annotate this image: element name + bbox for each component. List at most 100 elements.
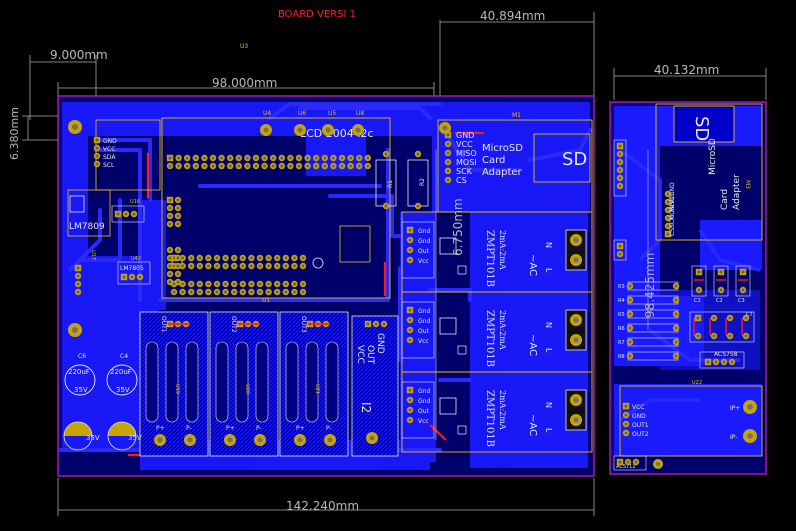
pad <box>304 154 311 162</box>
resistor-label: R6 <box>618 326 625 332</box>
zmpt-pin-label: Out <box>418 408 430 415</box>
svg-text:35V: 35V <box>86 434 100 442</box>
capacitor-label: C2 <box>716 298 723 304</box>
pad <box>695 286 703 294</box>
pad <box>287 154 294 162</box>
pad <box>248 254 255 262</box>
pad <box>274 262 281 270</box>
pad <box>213 288 221 296</box>
zmpt-pin-label: Gnd <box>418 398 430 405</box>
pad <box>170 288 178 296</box>
pad <box>248 280 255 288</box>
pad <box>356 154 363 162</box>
pad <box>213 254 221 262</box>
pad <box>265 254 272 262</box>
pad <box>252 154 260 162</box>
pad <box>626 338 634 346</box>
pad <box>218 162 225 170</box>
ac-l-label: L <box>544 268 553 273</box>
sd-pin-label: SCK <box>456 167 473 176</box>
dim-40894: 40.894mm <box>480 9 545 23</box>
right-sd-line: Adapter <box>732 174 742 210</box>
pad <box>174 196 182 204</box>
capacitor-c6: C6 220uF 35V <box>64 353 96 396</box>
i2c-pin-label: VCC <box>355 345 365 364</box>
pad <box>222 262 229 270</box>
pad <box>179 288 186 296</box>
pad <box>166 246 174 254</box>
sd-pin-label: MOSI <box>456 158 477 167</box>
acs758-label: ACS758 <box>714 351 738 358</box>
pad <box>174 254 182 262</box>
pad <box>209 162 217 170</box>
main-board[interactable]: GND VCC SDA SCL U3 U4 U6 U5 U8 U1 M1 LCD… <box>57 43 595 477</box>
zmpt-pin-label: Vcc <box>418 258 429 265</box>
pad <box>299 262 307 270</box>
ref-u4: U4 <box>263 110 271 117</box>
pad <box>270 154 277 162</box>
ref-u3: U3 <box>240 43 248 50</box>
pad <box>406 326 414 334</box>
sd-pin-label: MISO <box>456 149 477 158</box>
ref-m1: M1 <box>512 112 521 119</box>
pad <box>227 154 234 162</box>
svg-text:C4: C4 <box>120 353 128 360</box>
pad <box>726 314 734 322</box>
pad <box>672 296 680 304</box>
ref-u5: U5 <box>328 110 336 117</box>
pad <box>184 162 191 170</box>
ref-u17: U17 <box>90 250 96 260</box>
pad <box>299 280 307 288</box>
pad <box>694 314 702 322</box>
pad <box>192 162 199 170</box>
resistor-label: R4 <box>618 298 625 304</box>
pad <box>406 416 414 424</box>
pad <box>256 280 264 288</box>
capacitor-c4: C4 220uF 35V <box>106 353 138 396</box>
pad <box>239 254 246 262</box>
pad <box>222 288 229 296</box>
zmpt-name: ZMPT101B <box>484 390 495 447</box>
zmpt-name: ZMPT101B <box>484 310 495 367</box>
zmpt-name: ZMPT101B <box>484 230 495 287</box>
pad <box>239 288 246 296</box>
ref-label: U20 <box>244 384 250 394</box>
pad <box>166 262 174 270</box>
pad <box>227 162 234 170</box>
pad <box>166 212 174 220</box>
pad <box>356 162 363 170</box>
ip-plus-label: IP+ <box>730 405 740 412</box>
pad <box>299 288 307 296</box>
acs712-pin-label: OUT2 <box>632 431 649 438</box>
relay-pad-label: P+ <box>156 425 165 432</box>
pad <box>406 386 414 394</box>
pad <box>188 288 195 296</box>
pad <box>213 280 221 288</box>
pad <box>717 268 725 276</box>
pad <box>196 262 203 270</box>
header-pin-label: SCL <box>103 162 115 169</box>
pad <box>166 154 174 162</box>
ref-r1: R1 <box>387 180 394 188</box>
capacitor-label: C3 <box>738 298 745 304</box>
pad <box>265 262 272 270</box>
pad <box>672 324 680 332</box>
pad <box>244 154 251 162</box>
pad <box>295 154 303 162</box>
pad <box>231 288 238 296</box>
right-sd-line: MicroSD <box>708 138 718 175</box>
capacitor-label: C7 <box>746 312 753 318</box>
right-sd-pin-label: GND <box>669 182 676 196</box>
pad <box>726 332 734 340</box>
pad <box>282 262 289 270</box>
sd-adapter-line: Adapter <box>482 167 523 178</box>
acs712-pin-label: OUT1 <box>632 422 649 429</box>
pad <box>205 288 212 296</box>
ref-m3: M3 <box>744 180 751 189</box>
pad <box>166 162 174 170</box>
pad <box>406 306 414 314</box>
pad <box>201 162 208 170</box>
